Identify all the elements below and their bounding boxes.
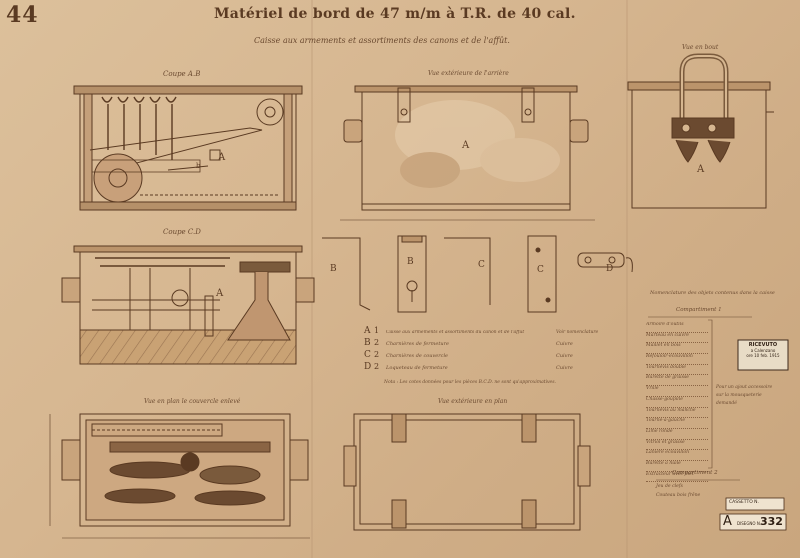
list-item: Armoire d'outils — [646, 322, 708, 333]
view-label-exterior-rear: Vue extérieure de l'arrière — [428, 70, 509, 77]
archive-prefix: DISEGNO N. — [737, 521, 762, 526]
legend-qty: 2 — [374, 350, 380, 359]
part-label-a-exterior: A — [462, 140, 470, 151]
end-view — [627, 53, 774, 209]
plan-view-open — [49, 413, 310, 539]
archive-number: 332 — [760, 515, 783, 528]
part-label-a-section-cd: A — [216, 288, 224, 299]
sheet-number: 44 — [6, 2, 39, 28]
sheet-subtitle: Caisse aux armements et assortiments des… — [254, 36, 510, 45]
legend-note: Cuivre — [556, 341, 573, 347]
legend-row: A 1 Caisse aux armements et assortiments… — [364, 326, 614, 338]
part-label-a-end: A — [697, 164, 705, 175]
section-cd-view — [61, 245, 315, 365]
legend-row: D 2 Loqueteau de fermeture Cuivre — [364, 362, 614, 374]
view-label-plan-open: Vue en plan le couvercle enlevé — [144, 398, 241, 405]
nomenclature-list-2: Jeu de clefs Couteau bois frêne — [656, 484, 736, 502]
legend-note: Cuivre — [556, 365, 573, 371]
received-stamp-frame — [737, 339, 789, 371]
list-item: Burette de graisse — [646, 375, 708, 387]
sheet-title: Matériel de bord de 47 m/m à T.R. de 40 … — [214, 6, 576, 22]
legend-text: Loqueteau de fermeture — [386, 365, 448, 371]
legend-nota: Nota : Les cotes données pour les pièces… — [384, 380, 556, 385]
part-label-a-section-ab: A — [218, 152, 226, 163]
list-item: Extracteur avec filet — [646, 472, 708, 483]
view-label-end-view: Vue en bout — [682, 44, 719, 51]
legend-text: Charnières de couvercle — [386, 353, 449, 359]
list-item: Refouloir-écouvillon — [646, 354, 708, 365]
list-item: Lanière écouvillon — [646, 450, 708, 461]
legend-note: Voir nomenclature — [556, 330, 599, 335]
stamp-line-2: a Calenzano — [750, 348, 776, 353]
hinge-details — [322, 235, 633, 313]
legend-row: B 2 Charnières de fermeture Cuivre — [364, 338, 614, 350]
exterior-rear-view — [340, 85, 595, 221]
part-label-b-hinge-face: B — [407, 257, 414, 267]
legend-mark: C — [364, 350, 371, 360]
compartment-1-heading: Compartiment 1 — [676, 307, 722, 313]
list-item: Couteau bois frêne — [656, 493, 701, 498]
list-item: Vrille — [646, 386, 708, 397]
view-label-plan-exterior: Vue extérieure en plan — [438, 398, 508, 405]
section-ab-view — [73, 85, 303, 211]
received-stamp: RICEVUTO a Calenzano ore 10 feb. 1915 — [740, 342, 786, 368]
legend-qty: 2 — [374, 338, 380, 347]
list-item: Vitriol et graisse — [646, 440, 708, 451]
list-item: Lime ronde — [646, 429, 708, 440]
stamp-line-1: RICEVUTO — [748, 342, 778, 348]
list-item: Tournevis double — [646, 365, 708, 376]
legend-note: Cuivre — [556, 353, 573, 359]
part-label-c-hinge: C — [478, 260, 485, 270]
list-item: Tournevis au manche — [646, 408, 708, 419]
nomenclature-lines — [648, 316, 752, 481]
list-item: Marteau en cuivre — [646, 333, 708, 344]
legend-mark: B — [364, 338, 371, 348]
nomenclature-list-1: Armoire d'outils Marteau en cuivre Maill… — [646, 322, 708, 483]
stamp-line-3: ore 10 feb. 1915 — [746, 353, 780, 358]
legend-text: Charnières de fermeture — [386, 341, 449, 347]
legend-mark: D — [364, 362, 372, 372]
legend-text: Caisse aux armements et assortiments du … — [386, 330, 525, 335]
legend-mark: A — [364, 326, 371, 336]
part-label-b-hinge: B — [330, 264, 337, 274]
list-item: Chasse-goupille — [646, 397, 708, 408]
list-item: Burette à huile — [646, 461, 708, 472]
parts-legend: A 1 Caisse aux armements et assortiments… — [364, 326, 614, 385]
list-item: Tourne-à-gauche — [646, 418, 708, 429]
nomenclature-title: Nomenclature des objets contenus dans la… — [650, 290, 775, 296]
view-label-coupe-ab: Coupe A.B — [163, 70, 201, 78]
legend-qty: 1 — [374, 326, 380, 335]
archive-boxes — [719, 497, 787, 531]
legend-qty: 2 — [374, 362, 380, 371]
nomenclature-bracket-note: Pour un ajout accessoire sur la mousquet… — [716, 385, 773, 406]
part-label-c-hinge-face: C — [537, 265, 544, 275]
part-label-d-latch: D — [606, 264, 614, 274]
list-item: Maillet en bois — [646, 343, 708, 355]
list-item: Jeu de clefs — [656, 484, 683, 489]
archive-letter: A — [723, 514, 732, 529]
view-label-coupe-cd: Coupe C.D — [163, 228, 201, 236]
legend-row: C 2 Charnières de couvercle Cuivre — [364, 350, 614, 362]
archive-cassetto: CASSETTO N. — [729, 500, 759, 505]
water-stain — [395, 100, 560, 188]
plan-view-exterior — [343, 413, 591, 531]
part-label-b-small: b — [196, 162, 201, 170]
compartment-2-heading: Compartiment 2 — [672, 470, 718, 476]
